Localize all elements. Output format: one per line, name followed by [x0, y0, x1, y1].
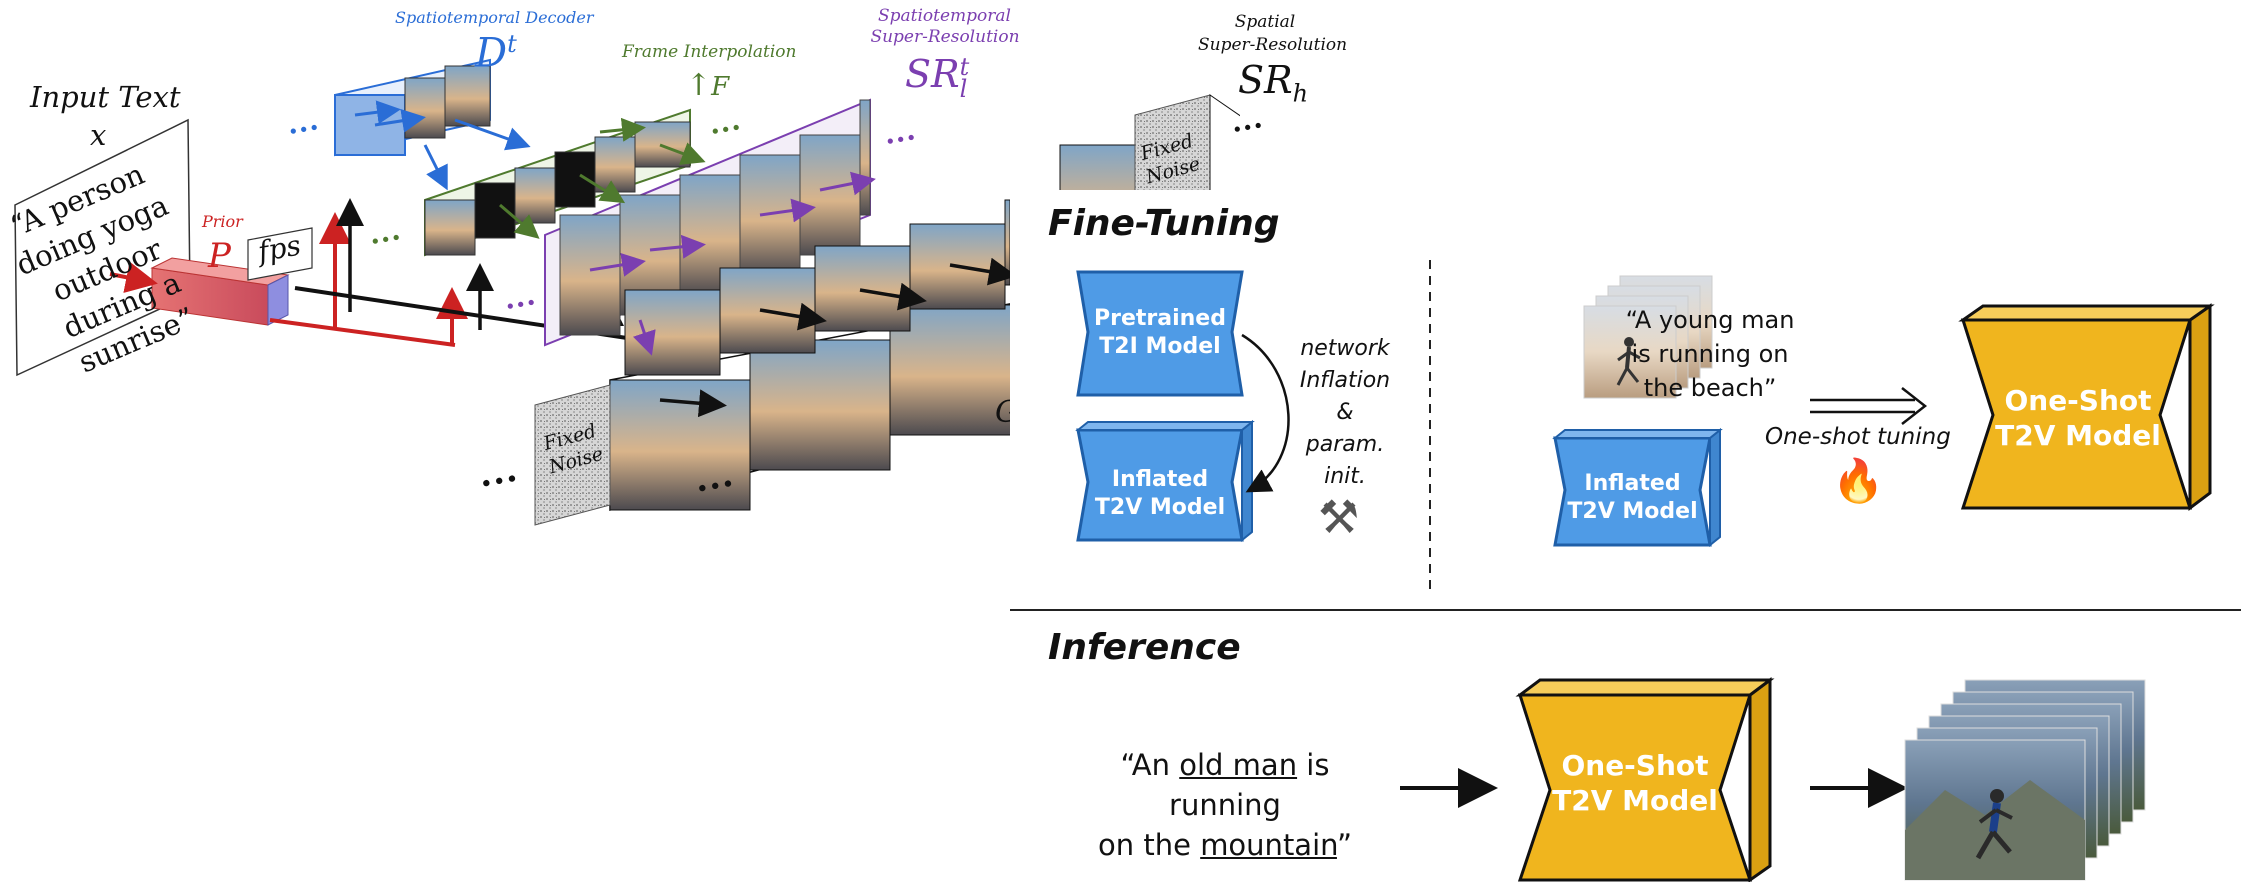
pretrained-label-2: T2I Model: [1099, 333, 1221, 359]
srl-symbol-sup: t: [959, 52, 970, 81]
decoder-label: Spatiotemporal Decoder: [395, 8, 594, 27]
right-panel-graphics: [1010, 260, 2241, 882]
oneshot-inference-label-1: One-Shot: [1561, 749, 1709, 782]
inference-heading: Inference: [1048, 627, 1241, 668]
inflated-left-label-2: T2V Model: [1094, 494, 1226, 520]
inference-prompt-pre2: on the: [1098, 828, 1201, 862]
pretrained-label: Pretrained T2I Model: [1078, 305, 1242, 360]
inflated-left-label: Inflated T2V Model: [1078, 466, 1242, 521]
interp-symbol: ↑F: [686, 68, 730, 103]
srh-symbol: SRh: [1238, 58, 1308, 108]
srh-label-1: Spatial: [1234, 12, 1296, 32]
ellipsis-6: •••: [1230, 115, 1266, 142]
fire-icon: 🔥: [1832, 456, 1885, 505]
inflated-mid-label-1: Inflated: [1584, 471, 1681, 496]
oneshot-inference-label: One-Shot T2V Model: [1520, 748, 1750, 818]
finetune-prompt-2: is running on: [1631, 340, 1789, 368]
srh-symbol-sub: h: [1292, 79, 1309, 108]
inflated-mid-label-2: T2V Model: [1567, 498, 1698, 524]
oneshot-t2v-block-inference: [1515, 677, 1775, 882]
finetune-prompt-3: the beach”: [1643, 374, 1777, 402]
oneshot-finetune-label-2: T2V Model: [1995, 419, 2161, 452]
prior-var: P: [208, 236, 231, 276]
finetuning-heading: Fine-Tuning: [1048, 203, 1280, 244]
inference-prompt-mid1: is running: [1169, 748, 1330, 822]
oneshot-finetune-label-1: One-Shot: [2004, 384, 2152, 417]
srh-symbol-base: SR: [1238, 58, 1293, 102]
inference-prompt-post2: ”: [1336, 828, 1352, 862]
input-text-var: x: [90, 118, 107, 152]
sr-low-stack: [544, 98, 871, 347]
inference-prompt-u2: mountain: [1200, 828, 1337, 862]
interp-label: Frame Interpolation: [622, 42, 797, 62]
decoder-symbol: Dt: [475, 30, 517, 76]
srl-label-1: Spatiotemporal: [878, 6, 1011, 26]
network-note-4: param.: [1305, 432, 1385, 457]
inference-prompt-u1: old man: [1179, 748, 1298, 782]
oneshot-tuning-label: One-shot tuning: [1765, 424, 1951, 450]
network-note-1: network: [1300, 336, 1390, 361]
generated-video-frames: [1904, 679, 2146, 881]
decoder-stack: [334, 58, 491, 157]
network-note-3: &: [1336, 400, 1354, 425]
network-inflation-note: network Inflation & param. init.: [1290, 333, 1400, 493]
pretrained-label-1: Pretrained: [1094, 306, 1226, 331]
decoder-symbol-base: D: [475, 30, 508, 77]
inflated-t2v-block-mid: [1552, 427, 1723, 548]
srl-label-2: Super-Resolution: [870, 27, 1020, 47]
interp-symbol-letter: F: [711, 72, 730, 102]
srh-label-2: Super-Resolution: [1198, 35, 1348, 55]
finetune-prompt: “A young man is running on the beach”: [1620, 303, 1800, 405]
oneshot-inference-label-2: T2V Model: [1552, 784, 1718, 817]
inference-prompt: “An old man is running on the mountain”: [1060, 745, 1390, 865]
oneshot-finetune-label: One-Shot T2V Model: [1963, 383, 2193, 453]
srl-symbol-base: SR: [905, 52, 960, 96]
training-video-frames: [1583, 275, 1713, 399]
srl-symbol-sub: l: [959, 74, 968, 103]
input-text-title: Input Text: [30, 80, 181, 114]
decoder-symbol-sup: t: [507, 30, 517, 58]
inflated-left-label-1: Inflated: [1111, 467, 1209, 492]
inflated-mid-label: Inflated T2V Model: [1555, 470, 1710, 525]
oneshot-t2v-block-finetune: [1958, 303, 2215, 511]
inference-prompt-pre1: “An: [1120, 748, 1180, 782]
prior-label: Prior: [202, 212, 243, 231]
finetune-prompt-1: “A young man: [1625, 306, 1795, 334]
network-note-5: init.: [1324, 464, 1366, 489]
network-note-2: Inflation: [1299, 368, 1391, 393]
inference-prompt-line-1: “An old man is running: [1060, 745, 1390, 825]
pretrained-t2i-block: [1076, 270, 1244, 397]
inference-prompt-line-2: on the mountain”: [1060, 825, 1390, 865]
tools-icon: ⚒: [1318, 490, 1360, 544]
